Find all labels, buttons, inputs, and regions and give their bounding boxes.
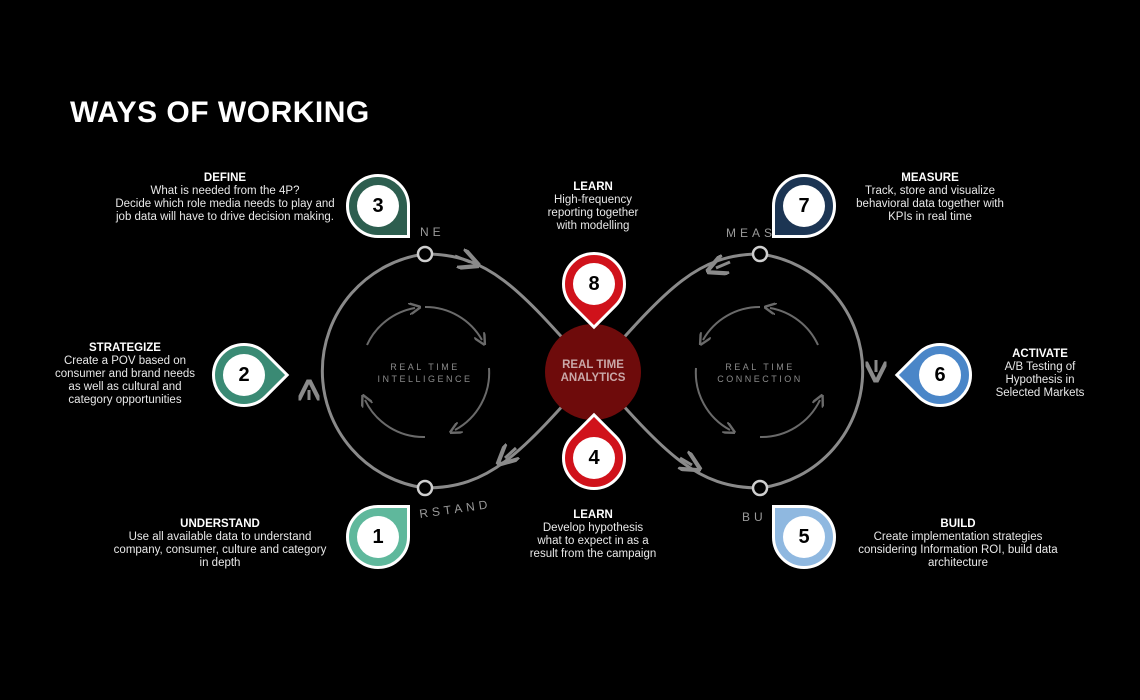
step-text-line: what to expect in as a (537, 535, 649, 547)
pin-number: 2 (223, 354, 265, 396)
pin-number: 5 (783, 516, 825, 558)
hub-line1: REAL TIME (562, 359, 624, 371)
pin-number: 7 (783, 185, 825, 227)
step-text-line: company, consumer, culture and category (113, 544, 327, 556)
step-text-line: Hypothesis in (1005, 374, 1075, 386)
pin-number: 1 (357, 516, 399, 558)
step-pin-5: 5 (772, 505, 836, 569)
step-text-line: Develop hypothesis (542, 522, 644, 534)
node-build (751, 479, 769, 497)
ring-label-understand: RSTAND (418, 497, 492, 521)
ring-label-build: BU (742, 510, 767, 524)
loop-left-arc (320, 252, 426, 490)
node-define (416, 245, 434, 263)
step-desc-define: DEFINE What is needed from the 4P?Decide… (110, 172, 340, 224)
step-text-line: in depth (199, 557, 241, 569)
step-text-line: considering Information ROI, build data (858, 544, 1058, 556)
step-pin-3: 3 (346, 174, 410, 238)
step-heading: LEARN (573, 181, 613, 193)
step-heading: MEASURE (901, 172, 959, 184)
step-desc-understand: UNDERSTAND Use all available data to und… (100, 518, 340, 570)
step-pin-7: 7 (772, 174, 836, 238)
step-text-line: What is needed from the 4P? (150, 185, 300, 197)
pin-number: 6 (919, 354, 961, 396)
node-measure (751, 245, 769, 263)
step-text-line: High-frequency (554, 194, 632, 206)
step-text-line: as well as cultural and (68, 381, 182, 393)
step-heading: STRATEGIZE (89, 342, 161, 354)
step-heading: UNDERSTAND (180, 518, 260, 530)
loop-right-arc (759, 252, 865, 490)
step-text-line: Create a POV based on (63, 355, 187, 367)
step-heading: ACTIVATE (1012, 348, 1068, 360)
pin-number: 8 (573, 263, 615, 305)
step-text-line: result from the campaign (529, 548, 657, 560)
step-text-line: A/B Testing of (1004, 361, 1076, 373)
step-heading: LEARN (573, 509, 613, 521)
step-text-line: KPIs in real time (888, 211, 972, 223)
step-text-line: Track, store and visualize (865, 185, 995, 197)
step-pin-1: 1 (346, 505, 410, 569)
node-understand (416, 479, 434, 497)
step-text-line: architecture (927, 557, 989, 569)
inner-right-line1: REAL TIME (725, 362, 795, 372)
inner-left-line2: INTELLIGENCE (377, 374, 472, 384)
inner-left-line1: REAL TIME (390, 362, 460, 372)
step-heading: DEFINE (203, 172, 247, 184)
step-text-line: with modelling (556, 220, 630, 232)
step-text-line: Selected Markets (995, 387, 1085, 399)
step-heading: BUILD (940, 518, 976, 530)
pin-number: 4 (573, 437, 615, 479)
inner-right-line2: CONNECTION (717, 374, 803, 384)
step-text-line: Create implementation strategies (873, 531, 1043, 543)
step-text-line: job data will have to drive decision mak… (116, 211, 334, 223)
page-title: WAYS OF WORKING (70, 96, 370, 129)
pin-number: 3 (357, 185, 399, 227)
hub-line2: ANALYTICS (560, 372, 626, 384)
ring-label-define: NE (420, 225, 445, 239)
step-text-line: consumer and brand needs (54, 368, 195, 380)
step-text-line: reporting together (547, 207, 639, 219)
step-text-line: category opportunities (68, 394, 182, 406)
ring-label-measure: MEAS (726, 226, 776, 240)
step-text-line: Use all available data to understand (128, 531, 312, 543)
step-text-line: behavioral data together with (856, 198, 1004, 210)
step-text-line: Decide which role media needs to play an… (115, 198, 335, 210)
